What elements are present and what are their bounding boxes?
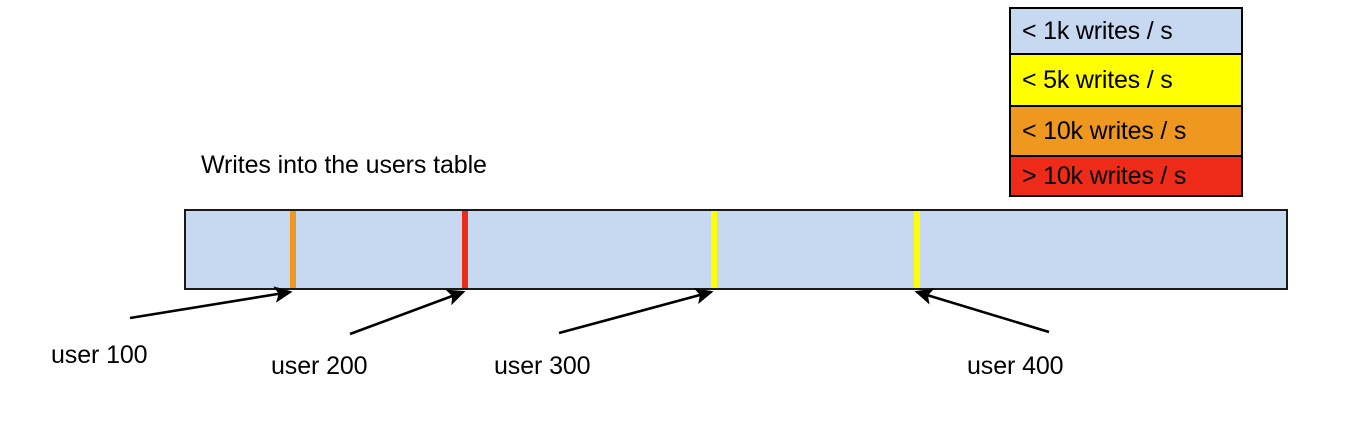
callout-label-user-100: user 100 [51, 341, 148, 369]
arrow-user-200 [349, 289, 466, 336]
callout-label-user-400: user 400 [967, 352, 1064, 380]
arrow-user-100 [129, 286, 293, 320]
legend-item-label: < 5k writes / s [1022, 65, 1173, 94]
legend-item-label: < 10k writes / s [1022, 116, 1187, 145]
legend-item-label: > 10k writes / s [1022, 161, 1187, 190]
legend-item-1: < 5k writes / s [1011, 55, 1241, 107]
stripe-user-100 [290, 211, 296, 288]
callout-label-user-300: user 300 [494, 352, 591, 380]
stripe-user-200 [462, 211, 468, 288]
users-table-bar [184, 209, 1288, 290]
chart-title: Writes into the users table [201, 151, 487, 179]
legend-item-label: < 1k writes / s [1022, 16, 1173, 45]
legend: < 1k writes / s < 5k writes / s < 10k wr… [1009, 7, 1243, 197]
legend-item-3: > 10k writes / s [1011, 157, 1241, 195]
stripe-user-400 [914, 211, 920, 288]
arrow-user-400 [914, 288, 1050, 334]
arrow-user-300 [558, 288, 714, 335]
stripe-user-300 [711, 211, 717, 288]
legend-item-0: < 1k writes / s [1011, 9, 1241, 55]
callout-label-user-200: user 200 [271, 352, 368, 380]
legend-item-2: < 10k writes / s [1011, 107, 1241, 157]
